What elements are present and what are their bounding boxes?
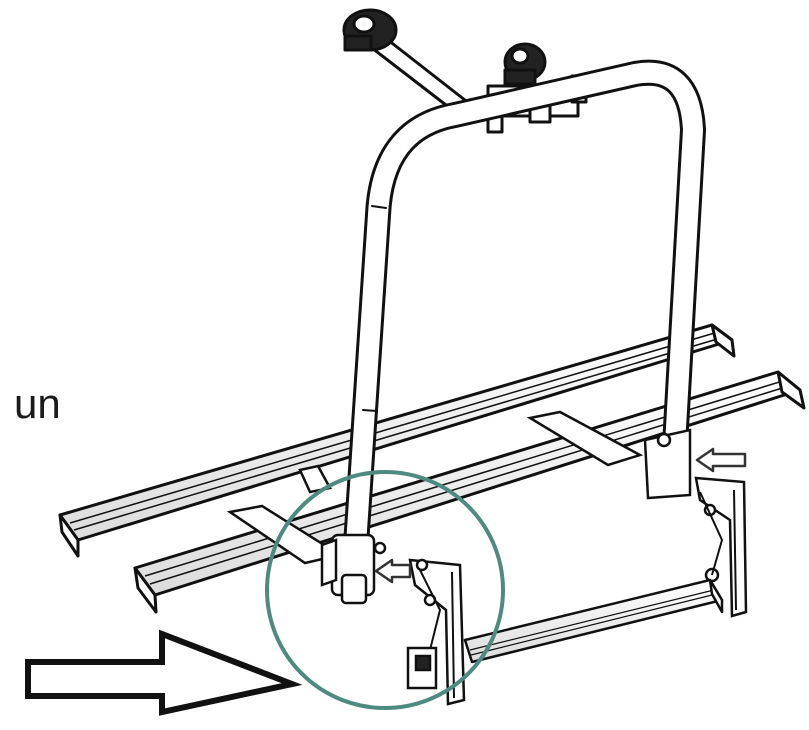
main-u-frame	[342, 59, 706, 573]
big-right-arrow-icon	[25, 629, 303, 716]
diagram-label: un	[14, 380, 61, 427]
right-hinge-plate	[694, 476, 748, 618]
small-arrow-icon	[374, 558, 412, 584]
top-right-knob-icon	[503, 42, 547, 86]
right-frame-bracket	[643, 428, 692, 500]
top-left-knob-icon	[342, 8, 398, 52]
wheel-rail-back	[58, 323, 736, 558]
highlight-circle-icon	[265, 470, 505, 710]
folding-crossbar	[463, 578, 724, 664]
left-frame-bracket	[320, 533, 387, 605]
left-hinge-plate	[406, 558, 466, 706]
small-arrow-icon	[695, 447, 747, 473]
